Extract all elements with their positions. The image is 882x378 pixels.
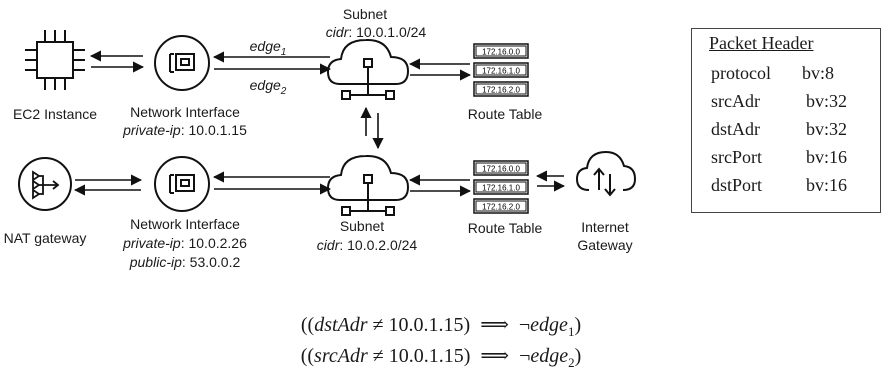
ec2-label: EC2 Instance bbox=[13, 106, 97, 122]
route-entry: 172.16.2.0 bbox=[482, 86, 520, 95]
field-name: srcPort bbox=[711, 147, 762, 167]
field-name: dstAdr bbox=[711, 119, 760, 139]
field-type: bv:8 bbox=[802, 63, 835, 83]
ni-top-ip: private-ip: 10.0.1.15 bbox=[122, 122, 247, 138]
subnet-bottom-title: Subnet bbox=[340, 218, 384, 234]
ec2-chip-icon bbox=[25, 30, 85, 90]
packet-header-title: Packet Header bbox=[709, 33, 814, 53]
constraint-formula: ((dstAdr ≠ 10.0.1.15) ⟹ ¬edge1) bbox=[300, 314, 582, 339]
route-table-bottom-label: Route Table bbox=[468, 220, 543, 236]
subnet-top-title: Subnet bbox=[343, 6, 387, 22]
nat-gateway-icon bbox=[18, 157, 72, 211]
field-name: protocol bbox=[711, 63, 771, 83]
edge2-label: edge2 bbox=[250, 77, 287, 97]
subnet-cloud-icon bbox=[326, 154, 410, 216]
field-type: bv:16 bbox=[806, 147, 848, 167]
route-table-icon: 172.16.0.0 172.16.1.0 172.16.2.0 bbox=[473, 43, 529, 97]
route-entry: 172.16.2.0 bbox=[482, 203, 520, 212]
igw-label-line1: Internet bbox=[581, 219, 629, 235]
route-table-icon: 172.16.0.0 172.16.1.0 172.16.2.0 bbox=[473, 160, 529, 214]
subnet-top-cidr: cidr: 10.0.1.0/24 bbox=[326, 24, 427, 40]
field-type: bv:32 bbox=[806, 119, 848, 139]
route-entry: 172.16.0.0 bbox=[482, 165, 520, 174]
route-entry: 172.16.0.0 bbox=[482, 48, 520, 57]
field-type: bv:32 bbox=[806, 91, 848, 111]
ni-top-label: Network Interface bbox=[130, 104, 240, 120]
ni-bottom-private-ip: private-ip: 10.0.2.26 bbox=[122, 235, 247, 251]
ni-bottom-label: Network Interface bbox=[130, 216, 240, 232]
field-name: dstPort bbox=[711, 175, 763, 195]
route-entry: 172.16.1.0 bbox=[482, 67, 520, 76]
constraint-formula: ((srcAdr ≠ 10.0.1.15) ⟹ ¬edge2) bbox=[300, 345, 582, 370]
subnet-cloud-icon bbox=[326, 38, 410, 100]
subnet-bottom-cidr: cidr: 10.0.2.0/24 bbox=[317, 237, 418, 253]
route-table-top-label: Route Table bbox=[468, 106, 543, 122]
internet-gateway-icon bbox=[575, 150, 637, 197]
nat-gateway-label: NAT gateway bbox=[4, 230, 87, 246]
field-type: bv:16 bbox=[806, 175, 848, 195]
packet-header-box: Packet Header protocol bv:8 srcAdr bv:32… bbox=[691, 28, 881, 213]
edge1-label: edge1 bbox=[250, 38, 287, 58]
field-name: srcAdr bbox=[711, 91, 760, 111]
network-interface-icon bbox=[154, 156, 210, 212]
route-entry: 172.16.1.0 bbox=[482, 184, 520, 193]
igw-label-line2: Gateway bbox=[577, 237, 632, 253]
network-interface-icon bbox=[154, 35, 210, 91]
ni-bottom-public-ip: public-ip: 53.0.0.2 bbox=[129, 254, 241, 270]
